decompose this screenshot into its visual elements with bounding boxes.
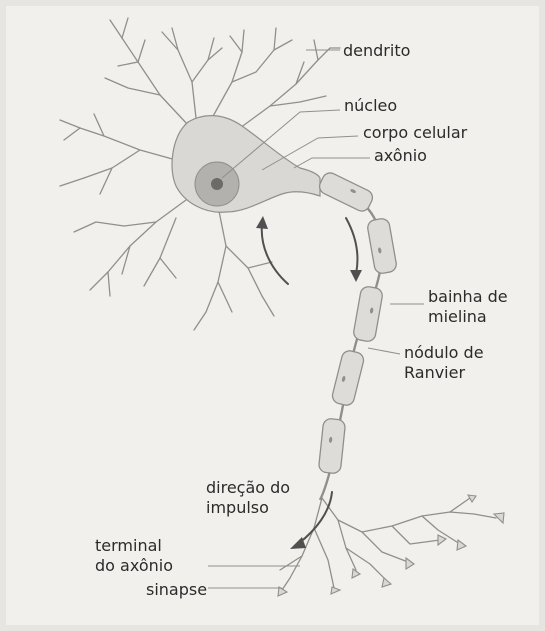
label-axon-terminal: terminal do axônio [95, 536, 173, 576]
nucleolus [211, 178, 223, 190]
label-myelin-sheath: bainha de mielina [428, 287, 508, 327]
label-node-of-ranvier-line-1: nódulo de [404, 343, 484, 363]
label-myelin-sheath-line-2: mielina [428, 307, 508, 327]
label-cell-body: corpo celular [363, 123, 467, 143]
label-axon-terminal-line-2: do axônio [95, 556, 173, 576]
label-nucleus: núcleo [344, 96, 397, 116]
label-node-of-ranvier: nódulo de Ranvier [404, 343, 484, 383]
label-myelin-sheath-line-1: bainha de [428, 287, 508, 307]
label-axon: axônio [374, 146, 427, 166]
label-synapse: sinapse [146, 580, 207, 600]
label-axon-terminal-line-1: terminal [95, 536, 173, 556]
label-impulse-direction-line-2: impulso [206, 498, 290, 518]
label-dendrite: dendrito [343, 41, 410, 61]
label-impulse-direction-line-1: direção do [206, 478, 290, 498]
label-impulse-direction: direção do impulso [206, 478, 290, 518]
label-node-of-ranvier-line-2: Ranvier [404, 363, 484, 383]
